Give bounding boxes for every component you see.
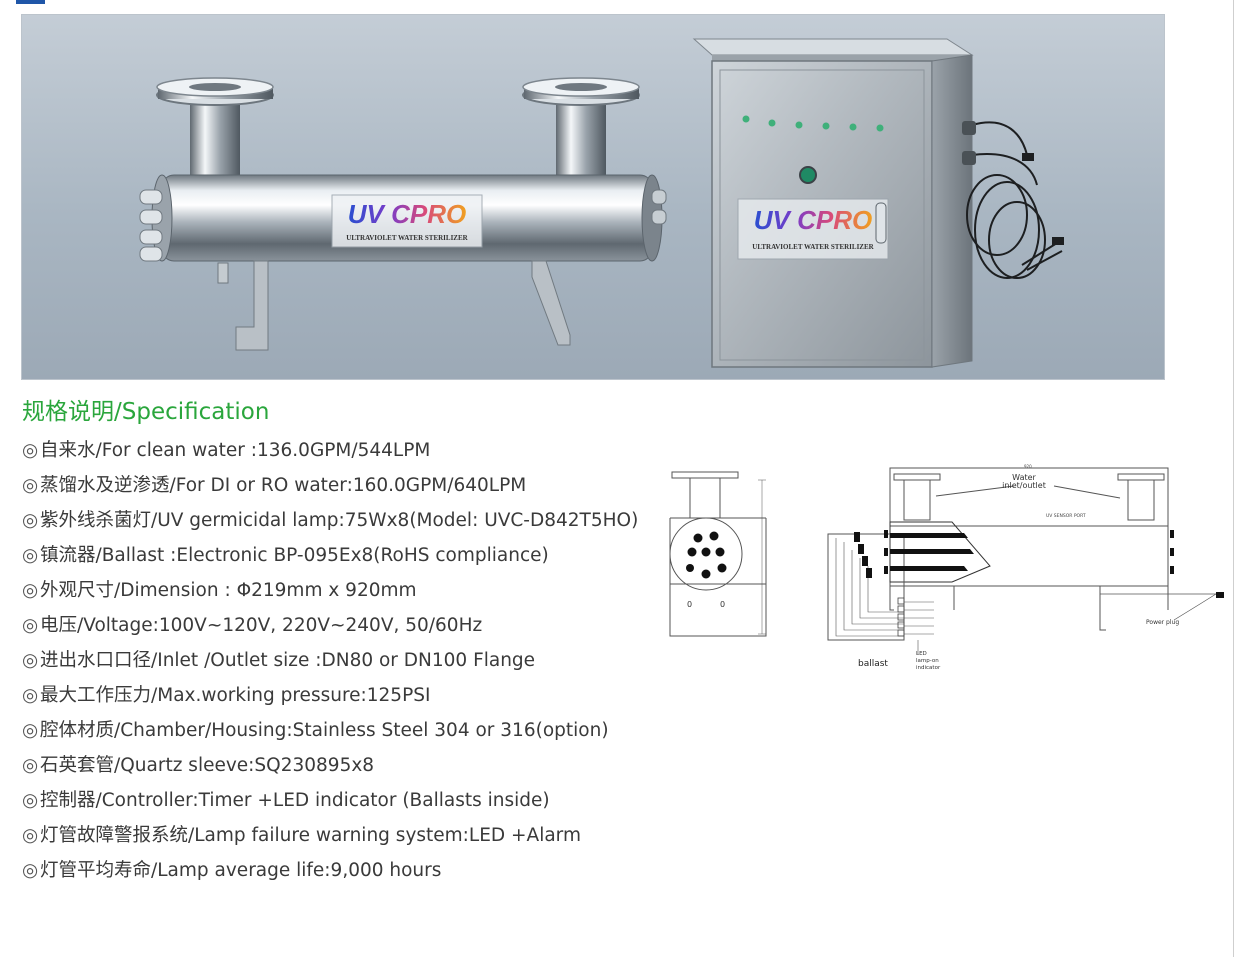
bullet-icon: ◎ xyxy=(22,615,39,636)
bullet-icon: ◎ xyxy=(22,650,39,671)
spec-item: ◎最大工作压力/Max.working pressure:125PSI xyxy=(22,678,638,713)
spec-item: ◎控制器/Controller:Timer +LED indicator (Ba… xyxy=(22,783,638,818)
bullet-icon: ◎ xyxy=(22,825,39,846)
spec-item: ◎紫外线杀菌灯/UV germicidal lamp:75Wx8(Model: … xyxy=(22,503,638,538)
spec-item-text: 电压/Voltage:100V~120V, 220V~240V, 50/60Hz xyxy=(40,615,483,636)
spec-item: ◎电压/Voltage:100V~120V, 220V~240V, 50/60H… xyxy=(22,608,638,643)
spec-list: ◎自来水/For clean water :136.0GPM/544LPM ◎蒸… xyxy=(22,433,638,888)
product-photo-illustration: UV CPRO ULTRAVIOLET WATER STERILIZER UV … xyxy=(139,38,1064,368)
cabinet-led-indicators xyxy=(742,115,884,132)
bullet-icon: ◎ xyxy=(22,720,39,741)
top-tab-marker xyxy=(16,0,45,4)
front-view-diagram: 920 Water inlet/outlet UV SENSOR PORT Po… xyxy=(824,462,1234,677)
side-label-left: 0 xyxy=(687,600,692,609)
water-label-line1: Water xyxy=(1012,473,1036,482)
bullet-icon: ◎ xyxy=(22,860,39,881)
cabinet-logo: UV CPRO xyxy=(754,205,872,235)
power-plug-label: Power plug xyxy=(1146,619,1179,626)
led-indicators xyxy=(897,597,905,637)
spec-item-text: 蒸馏水及逆渗透/For DI or RO water:160.0GPM/640L… xyxy=(40,475,527,496)
sensor-port-label: UV SENSOR PORT xyxy=(1046,513,1086,519)
spec-item: ◎自来水/For clean water :136.0GPM/544LPM xyxy=(22,433,638,468)
bullet-icon: ◎ xyxy=(22,475,39,496)
lamp-holes xyxy=(686,531,727,579)
spec-item-text: 灯管平均寿命/Lamp average life:9,000 hours xyxy=(40,860,442,881)
spec-item: ◎灯管故障警报系统/Lamp failure warning system:LE… xyxy=(22,818,638,853)
side-label-right: 0 xyxy=(720,600,725,609)
spec-item-text: 腔体材质/Chamber/Housing:Stainless Steel 304… xyxy=(40,720,609,741)
bullet-icon: ◎ xyxy=(22,755,39,776)
product-photo: UV CPRO ULTRAVIOLET WATER STERILIZER UV … xyxy=(21,14,1165,380)
spec-item: ◎蒸馏水及逆渗透/For DI or RO water:160.0GPM/640… xyxy=(22,468,638,503)
reactor-logo: UV CPRO xyxy=(348,199,466,229)
bullet-icon: ◎ xyxy=(22,790,39,811)
page-edge-divider xyxy=(1233,0,1234,957)
spec-item: ◎石英套管/Quartz sleeve:SQ230895x8 xyxy=(22,748,638,783)
front-view-drawing: 920 Water inlet/outlet UV SENSOR PORT Po… xyxy=(827,464,1224,671)
bullet-icon: ◎ xyxy=(22,545,39,566)
cabinet-cables xyxy=(966,121,1063,279)
reactor-label: ULTRAVIOLET WATER STERILIZER xyxy=(346,234,468,242)
spec-item: ◎外观尺寸/Dimension : Φ219mm x 920mm xyxy=(22,573,638,608)
spec-item: ◎镇流器/Ballast :Electronic BP-095Ex8(RoHS … xyxy=(22,538,638,573)
lamp-bars xyxy=(854,530,1224,598)
spec-item-text: 最大工作压力/Max.working pressure:125PSI xyxy=(40,685,431,706)
bullet-icon: ◎ xyxy=(22,510,39,531)
cabinet-label: ULTRAVIOLET WATER STERILIZER xyxy=(752,243,874,251)
led-label-2: lamp-on xyxy=(916,658,939,664)
led-label-3: indicator xyxy=(916,665,941,671)
bullet-icon: ◎ xyxy=(22,580,39,601)
water-label-line2: inlet/outlet xyxy=(1002,481,1046,490)
spec-item-text: 灯管故障警报系统/Lamp failure warning system:LED… xyxy=(40,825,581,846)
spec-item-text: 进出水口口径/Inlet /Outlet size :DN80 or DN100… xyxy=(40,650,536,671)
bullet-icon: ◎ xyxy=(22,440,39,461)
spec-title: 规格说明/Specification xyxy=(22,399,270,425)
dimension-top: 920 xyxy=(1024,464,1032,469)
spec-item: ◎腔体材质/Chamber/Housing:Stainless Steel 30… xyxy=(22,713,638,748)
spec-item-text: 镇流器/Ballast :Electronic BP-095Ex8(RoHS c… xyxy=(40,545,549,566)
spec-item-text: 自来水/For clean water :136.0GPM/544LPM xyxy=(40,440,431,461)
side-view-diagram: 0 0 xyxy=(668,470,770,640)
spec-item-text: 控制器/Controller:Timer +LED indicator (Bal… xyxy=(40,790,550,811)
spec-item: ◎灯管平均寿命/Lamp average life:9,000 hours xyxy=(22,853,638,888)
spec-item: ◎进出水口口径/Inlet /Outlet size :DN80 or DN10… xyxy=(22,643,638,678)
led-label-1: LED xyxy=(916,651,927,657)
spec-item-text: 紫外线杀菌灯/UV germicidal lamp:75Wx8(Model: U… xyxy=(40,510,639,531)
side-view-drawing: 0 0 xyxy=(669,471,767,637)
spec-item-text: 石英套管/Quartz sleeve:SQ230895x8 xyxy=(40,755,375,776)
ballast-label: ballast xyxy=(858,659,888,669)
spec-item-text: 外观尺寸/Dimension : Φ219mm x 920mm xyxy=(40,580,417,601)
bullet-icon: ◎ xyxy=(22,685,39,706)
